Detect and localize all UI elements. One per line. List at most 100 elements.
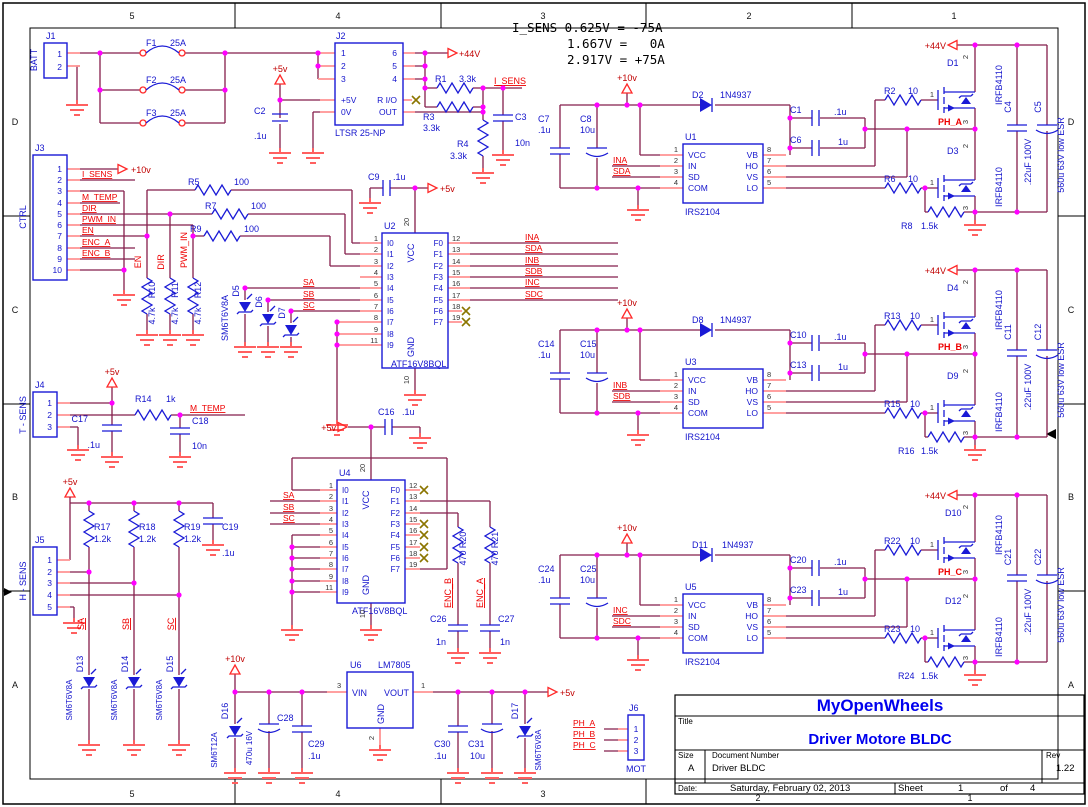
ground-symbol [100, 451, 124, 468]
ref: D8 [692, 315, 704, 325]
ref-r3: R3 [423, 112, 435, 122]
svg-text:I2: I2 [342, 509, 349, 518]
svg-text:1: 1 [930, 178, 934, 187]
ref: C12 [1033, 324, 1043, 341]
svg-text:I0: I0 [387, 239, 394, 248]
j6-pin: 3 [634, 746, 639, 756]
zone-right-b: B [1068, 492, 1074, 502]
part: IRFB4110 [994, 392, 1004, 432]
svg-text:IN: IN [688, 161, 697, 171]
ref: R24 [898, 671, 915, 681]
svg-text:F6: F6 [391, 554, 401, 563]
ref-c19: C19 [222, 522, 239, 532]
val-c19: .1u [222, 548, 235, 558]
svg-text:9: 9 [374, 325, 378, 334]
net-sb: SB [303, 289, 315, 299]
val: 1N4937 [722, 540, 754, 550]
svg-text:HO: HO [745, 611, 758, 621]
cap-bus1: C4.22uF 100V [1003, 101, 1033, 185]
j4-pin: 3 [47, 422, 52, 432]
ref-r19: R19 [184, 522, 201, 532]
ref: R6 [884, 174, 896, 184]
svg-text:2: 2 [674, 381, 678, 390]
j3-pin: 5 [57, 209, 62, 219]
ref-r4: R4 [457, 139, 469, 149]
sheet-number: 1 [958, 783, 963, 794]
ref: R13 [884, 311, 901, 321]
company-name: MyOpenWheels [817, 696, 944, 715]
j2-pin-4: 4 [392, 74, 397, 84]
net-sd: SDB [613, 391, 631, 401]
power-5v-icon [64, 487, 76, 498]
driver-part: IRS2104 [685, 432, 720, 442]
net-ph-b: PH_B [573, 729, 596, 739]
svg-text:1: 1 [930, 628, 934, 637]
svg-text:LO: LO [747, 408, 759, 418]
ref-c28: C28 [277, 713, 294, 723]
svg-text:8: 8 [767, 370, 771, 379]
power-5v-icon [427, 182, 438, 194]
j3-pin: 10 [53, 265, 63, 275]
j2-pin-2: 2 [341, 61, 346, 71]
val: .1u [834, 107, 847, 117]
val-f1: 25A [170, 38, 186, 48]
net-enc-a: ENC_A [82, 237, 111, 247]
svg-text:I1: I1 [387, 250, 394, 259]
val-f3: 25A [170, 108, 186, 118]
ref-r14: R14 [135, 394, 152, 404]
svg-text:2: 2 [374, 245, 378, 254]
ref-j1: J1 [46, 31, 56, 41]
j4-name: T - SENS [18, 396, 28, 434]
net-sa: SA [303, 277, 315, 287]
ref-r9: R9 [190, 224, 202, 234]
cap-cin1: C7.1u [538, 114, 571, 155]
svg-text:6: 6 [767, 167, 771, 176]
svg-text:F0: F0 [391, 486, 401, 495]
val: 10u [580, 125, 595, 135]
ground-symbol [290, 767, 314, 784]
net-dir: DIR [82, 203, 97, 213]
val-r10: 4.7k [147, 307, 157, 325]
j5-name: H - SENS [18, 561, 28, 600]
ground-symbol [158, 329, 182, 346]
val: .1u [538, 350, 551, 360]
svg-text:16: 16 [452, 279, 460, 288]
pwr-5v-label: +5v [321, 423, 336, 433]
val-r12: 4.7k [193, 307, 203, 325]
ground-symbol [446, 647, 470, 664]
val: 1u [838, 587, 848, 597]
svg-text:3: 3 [961, 206, 970, 210]
ref-c18: C18 [192, 416, 209, 426]
ref-r11: R11 [170, 282, 180, 298]
ground-symbol [408, 432, 432, 449]
val-c16: .1u [402, 407, 415, 417]
date-label: Date: [678, 784, 697, 793]
j3-pin: 9 [57, 254, 62, 264]
connector-j5 [32, 546, 58, 616]
ref: C20 [790, 555, 807, 565]
net-sc: SC [283, 513, 295, 523]
net-phase: PH_C [938, 567, 963, 577]
val: 10u [580, 350, 595, 360]
svg-text:2: 2 [329, 492, 333, 501]
svg-text:2: 2 [961, 505, 970, 509]
j3-pin: 8 [57, 243, 62, 253]
val: .1u [538, 125, 551, 135]
val-r1: 3.3k [459, 74, 477, 84]
